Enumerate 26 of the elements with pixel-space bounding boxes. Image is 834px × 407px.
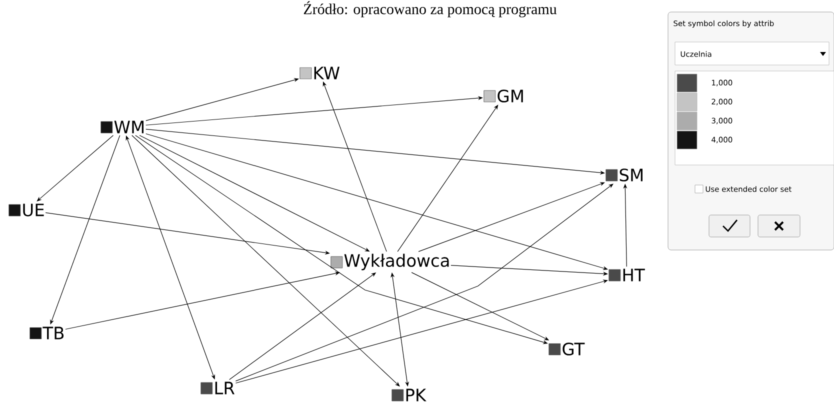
arrow [418,182,605,252]
node-label: PK [406,388,426,402]
node-label: SM [620,168,643,182]
arrow [235,280,608,384]
network-node: HT [608,268,645,282]
network-node: SM [606,168,642,182]
network-node: LR [200,382,234,394]
arrow [36,135,114,202]
node-label: TB [42,326,64,340]
network-node: WM [100,120,144,134]
network-node: KW [300,66,340,80]
node-label: HT [623,268,645,282]
caption: Źródło: opracowano za pomocą programu [304,1,557,18]
arrow [146,78,299,122]
node-label: GM [498,90,523,102]
network-node: PK [392,388,426,402]
network-node: UE [8,204,44,216]
network-node: GT [548,342,585,356]
node-label: UE [23,204,44,216]
node-label: GT [562,342,585,356]
network-node: TB [30,326,64,340]
node-label: WM [114,120,144,134]
network-node: Wykładowca [330,254,449,270]
node-label: LR [215,382,234,394]
node-label: KW [314,66,340,80]
network-node: GM [484,90,523,102]
